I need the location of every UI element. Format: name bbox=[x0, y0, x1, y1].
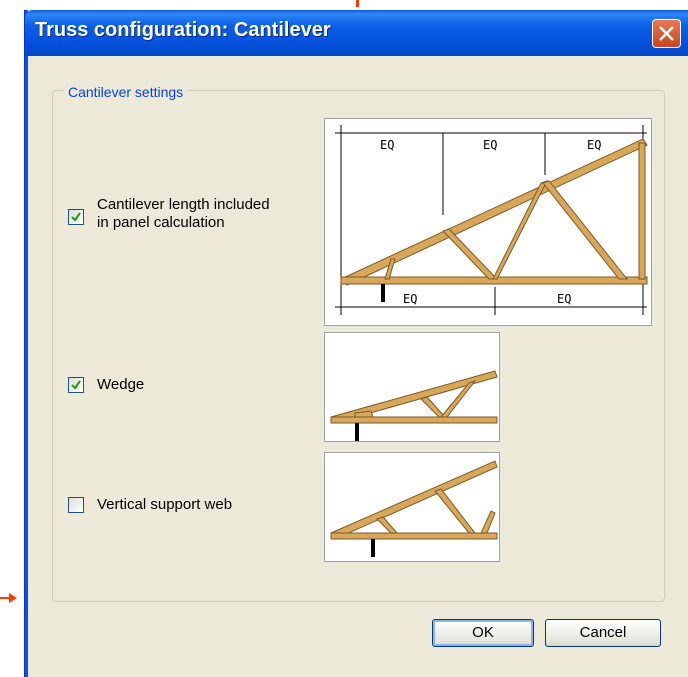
window-title: Truss configuration: Cantilever bbox=[35, 19, 331, 41]
dim-label: EQ bbox=[483, 138, 497, 152]
cantilever-length-label-line2: in panel calculation bbox=[97, 214, 225, 231]
vertical-support-web-label[interactable]: Vertical support web bbox=[97, 496, 233, 513]
wedge-label[interactable]: Wedge bbox=[97, 376, 145, 393]
background-left bbox=[0, 0, 24, 677]
vertical-support-web-checkbox[interactable] bbox=[68, 497, 84, 513]
close-icon bbox=[659, 26, 674, 41]
wedge-checkbox[interactable] bbox=[68, 377, 84, 393]
cantilever-length-checkbox[interactable] bbox=[68, 209, 84, 225]
vertical-support-web-diagram bbox=[324, 452, 500, 562]
checkmark-icon bbox=[71, 380, 81, 390]
dim-label: EQ bbox=[380, 138, 394, 152]
cancel-button[interactable]: Cancel bbox=[545, 619, 661, 647]
dim-label: EQ bbox=[403, 292, 417, 306]
title-bar[interactable]: Truss configuration: Cantilever bbox=[25, 10, 688, 56]
group-label: Cantilever settings bbox=[64, 84, 188, 100]
wedge-truss-drawing bbox=[330, 370, 498, 441]
cantilever-truss-drawing: EQ EQ EQ EQ EQ bbox=[335, 125, 648, 315]
dim-label: EQ bbox=[557, 292, 571, 306]
checkmark-icon bbox=[71, 212, 81, 222]
vertical-support-truss-drawing bbox=[330, 460, 498, 557]
marker-tick bbox=[356, 0, 359, 7]
dim-label: EQ bbox=[587, 138, 601, 152]
wedge-diagram bbox=[324, 332, 500, 442]
ok-button[interactable]: OK bbox=[432, 619, 534, 647]
arrow-marker-icon bbox=[0, 593, 17, 603]
cantilever-length-diagram: EQ EQ EQ EQ EQ bbox=[324, 118, 652, 326]
dialog-window: Truss configuration: Cantilever Cantilev… bbox=[24, 10, 688, 677]
cantilever-length-label[interactable]: Cantilever length included in panel calc… bbox=[97, 196, 270, 232]
cantilever-length-label-line1: Cantilever length included bbox=[97, 196, 270, 213]
close-button[interactable] bbox=[652, 19, 681, 48]
cantilever-settings-group bbox=[52, 90, 665, 602]
